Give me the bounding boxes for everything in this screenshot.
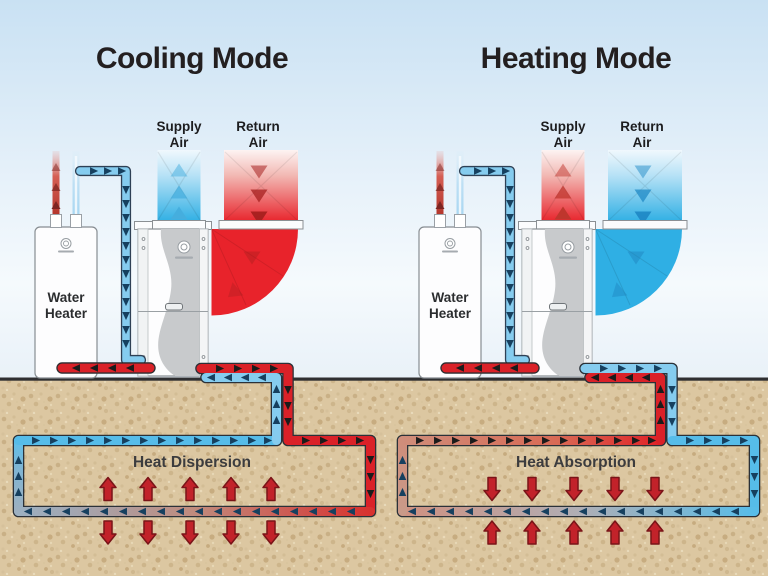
supply-air-duct <box>541 150 585 222</box>
heat-pump-unit <box>521 228 593 377</box>
water-heater-brand-logo <box>442 238 458 253</box>
ground-surface-line <box>0 377 768 381</box>
supply-air-label: Supply Air <box>156 119 201 150</box>
svg-text:Air: Air <box>249 135 269 150</box>
unit-brand-logo <box>559 240 577 259</box>
svg-text:Return: Return <box>620 119 664 134</box>
return-air-elbow <box>595 228 682 316</box>
water-heater-label: Heater <box>429 306 472 321</box>
svg-text:Air: Air <box>170 135 190 150</box>
cooling-mode-panel: Water Heater <box>12 42 377 545</box>
water-heater-label: Water <box>47 290 85 305</box>
unit-brand-logo <box>175 240 193 259</box>
water-heater-label: Heater <box>45 306 88 321</box>
supply-air-duct <box>157 150 201 222</box>
return-air-duct <box>224 150 298 225</box>
water-heater-label: Water <box>431 290 469 305</box>
supply-duct-flange <box>536 220 590 230</box>
return-duct-flange <box>602 220 688 230</box>
svg-text:Air: Air <box>633 135 653 150</box>
water-loop-pipe <box>458 165 531 366</box>
heat-pump-unit <box>137 228 209 377</box>
svg-text:Air: Air <box>554 135 574 150</box>
water-heater: Water Heater <box>418 214 482 379</box>
return-air-duct <box>608 150 682 225</box>
water-heater-brand-logo <box>58 238 74 253</box>
water-heater: Water Heater <box>34 214 98 379</box>
ground-loop <box>396 362 761 518</box>
unit-vent <box>165 303 183 311</box>
supply-air-label: Supply Air <box>540 119 585 150</box>
svg-text:Supply: Supply <box>156 119 201 134</box>
ground-loop <box>12 362 377 518</box>
panel-title: Cooling Mode <box>96 42 288 75</box>
svg-text:Return: Return <box>236 119 280 134</box>
return-air-elbow <box>211 228 298 316</box>
return-duct-flange <box>218 220 304 230</box>
svg-text:Supply: Supply <box>540 119 585 134</box>
return-air-label: Return Air <box>620 119 664 150</box>
ground-label: Heat Absorption <box>516 454 636 471</box>
return-air-label: Return Air <box>236 119 280 150</box>
hot-water-pipe <box>51 151 61 214</box>
water-loop-pipe <box>74 165 147 366</box>
hot-water-pipe <box>435 151 445 214</box>
unit-vent <box>549 303 567 311</box>
panel-title: Heating Mode <box>481 42 672 75</box>
heating-mode-panel: Water Heater <box>396 42 761 545</box>
ground-label: Heat Dispersion <box>133 454 251 471</box>
ground <box>0 379 768 576</box>
supply-duct-flange <box>152 220 206 230</box>
